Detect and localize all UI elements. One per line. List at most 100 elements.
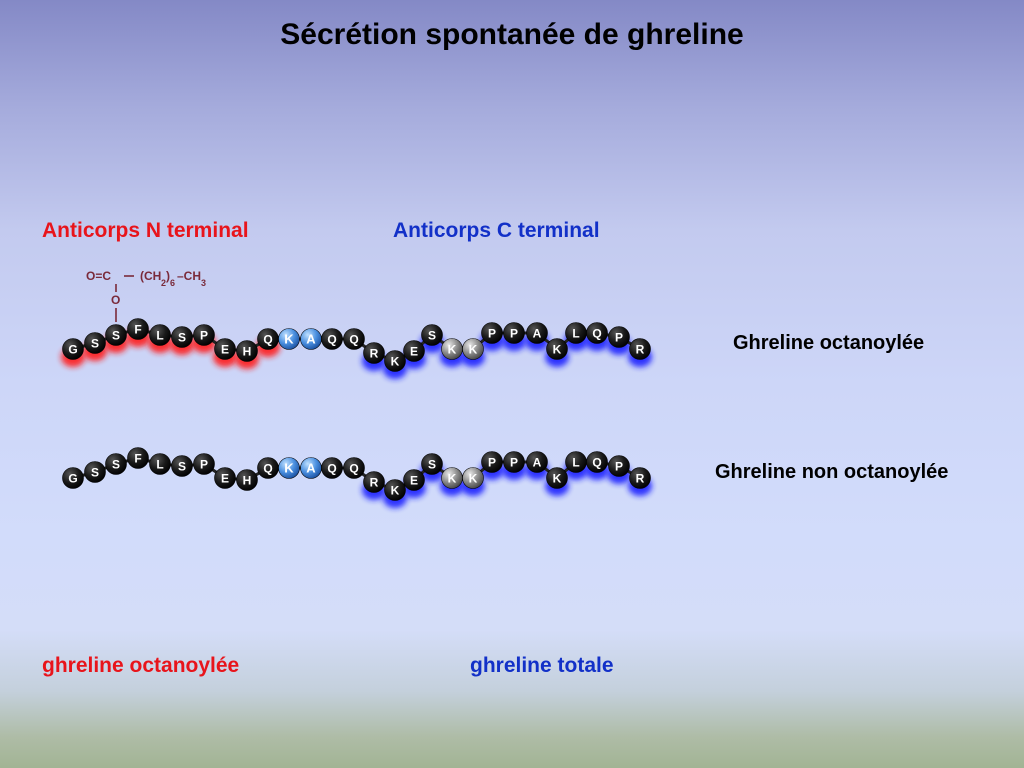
amino-acid-letter: F [134,452,141,466]
amino-acid-letter: L [156,458,163,472]
amino-acid-letter: H [243,474,252,488]
amino-acid-P-7-non-octanoylated: P [193,453,215,475]
amino-acid-E-8-octanoylated: E [214,338,236,360]
amino-acid-Q-13-octanoylated: Q [321,328,343,350]
amino-acid-H-9-non-octanoylated: H [236,469,258,491]
ch3-subscript: 3 [201,278,206,288]
amino-acid-A-12-octanoylated: A [300,328,322,350]
amino-acid-letter: P [510,456,518,470]
amino-acid-letter: G [68,472,77,486]
amino-acid-L-5-octanoylated: L [149,324,171,346]
amino-acid-letter: S [428,329,436,343]
amino-acid-S-2-octanoylated: S [84,332,106,354]
amino-acid-letter: K [391,355,400,369]
amino-acid-letter: Q [349,333,358,347]
ch3-label: –CH [177,269,201,283]
amino-acid-letter: K [448,472,457,486]
amino-acid-letter: A [533,327,542,341]
amino-acid-letter: P [488,327,496,341]
amino-acid-G-1-non-octanoylated: G [62,467,84,489]
amino-acid-letter: K [469,343,478,357]
amino-acid-letter: G [68,343,77,357]
amino-acid-P-7-octanoylated: P [193,324,215,346]
amino-acid-H-9-octanoylated: H [236,340,258,362]
amino-acid-letter: P [200,329,208,343]
amino-acid-S-3-octanoylated: S [105,324,127,346]
amino-acid-letter: K [391,484,400,498]
amino-acid-letter: Q [349,462,358,476]
amino-acid-letter: S [91,466,99,480]
amino-acid-Q-10-octanoylated: Q [257,328,279,350]
amino-acid-letter: S [91,337,99,351]
amino-acid-letter: S [178,331,186,345]
amino-acid-E-8-non-octanoylated: E [214,467,236,489]
ester-oxygen-label: O [111,293,120,307]
amino-acid-S-2-non-octanoylated: S [84,461,106,483]
amino-acid-S-6-non-octanoylated: S [171,455,193,477]
amino-acid-letter: K [553,343,562,357]
antibody-n-terminal-label: Anticorps N terminal [42,219,249,242]
amino-acid-letter: Q [263,462,272,476]
amino-acid-letter: R [370,347,379,361]
amino-acid-letter: S [178,460,186,474]
amino-acid-letter: R [370,476,379,490]
amino-acid-A-23-non-octanoylated: A [526,451,548,473]
amino-acid-K-24-octanoylated: K [546,338,568,360]
amino-acid-letter: E [221,472,229,486]
amino-acid-R-15-octanoylated: R [363,342,385,364]
non-octanoylated-chain-label: Ghreline non octanoylée [715,461,949,483]
amino-acid-letter: Q [592,456,601,470]
amino-acid-G-1-octanoylated: G [62,338,84,360]
amino-acid-letter: K [284,461,294,476]
amino-acid-letter: P [615,331,623,345]
amino-acid-Q-13-non-octanoylated: Q [321,457,343,479]
amino-acid-Q-14-non-octanoylated: Q [343,457,365,479]
amino-acid-letter: A [306,332,316,347]
amino-acid-R-28-octanoylated: R [629,338,651,360]
amino-acid-letter: Q [592,327,601,341]
amino-acid-P-27-octanoylated: P [608,326,630,348]
amino-acid-K-16-octanoylated: K [384,350,406,372]
amino-acid-L-5-non-octanoylated: L [149,453,171,475]
amino-acid-letter: S [112,458,120,472]
amino-acid-letter: R [636,472,645,486]
amino-acid-letter: F [134,323,141,337]
amino-acid-F-4-non-octanoylated: F [127,447,149,469]
amino-acid-letter: E [410,345,418,359]
bottom-right-caption: ghreline totale [470,654,614,677]
amino-acid-K-11-octanoylated: K [278,328,300,350]
octanoylated-chain-label: Ghreline octanoylée [733,332,925,354]
amino-acid-Q-14-octanoylated: Q [343,328,365,350]
amino-acid-K-20-octanoylated: K [462,338,484,360]
amino-acid-P-27-non-octanoylated: P [608,455,630,477]
amino-acid-letter: A [533,456,542,470]
amino-acid-S-6-octanoylated: S [171,326,193,348]
amino-acid-letter: P [488,456,496,470]
amino-acid-letter: L [572,327,579,341]
ch2-subscript: 2 [161,278,166,288]
ch2-label: (CH [140,269,161,283]
amino-acid-letter: L [156,329,163,343]
antibody-c-terminal-label: Anticorps C terminal [393,219,600,242]
amino-acid-letter: S [428,458,436,472]
amino-acid-Q-26-non-octanoylated: Q [586,451,608,473]
amino-acid-P-21-non-octanoylated: P [481,451,503,473]
ch2-repeat-subscript: 6 [170,278,175,288]
slide-title: Sécrétion spontanée de ghreline [280,18,744,51]
amino-acid-K-24-non-octanoylated: K [546,467,568,489]
amino-acid-letter: Q [327,333,336,347]
amino-acid-S-18-octanoylated: S [421,324,443,346]
amino-acid-L-25-octanoylated: L [565,322,587,344]
amino-acid-letter: Q [263,333,272,347]
amino-acid-letter: R [636,343,645,357]
amino-acid-K-19-octanoylated: K [441,338,463,360]
ch2-close-paren: ) [166,269,170,283]
amino-acid-A-23-octanoylated: A [526,322,548,344]
amino-acid-letter: P [200,458,208,472]
amino-acid-R-28-non-octanoylated: R [629,467,651,489]
ester-carbonyl-label: O=C [86,269,111,283]
amino-acid-letter: H [243,345,252,359]
amino-acid-letter: P [615,460,623,474]
amino-acid-K-11-non-octanoylated: K [278,457,300,479]
